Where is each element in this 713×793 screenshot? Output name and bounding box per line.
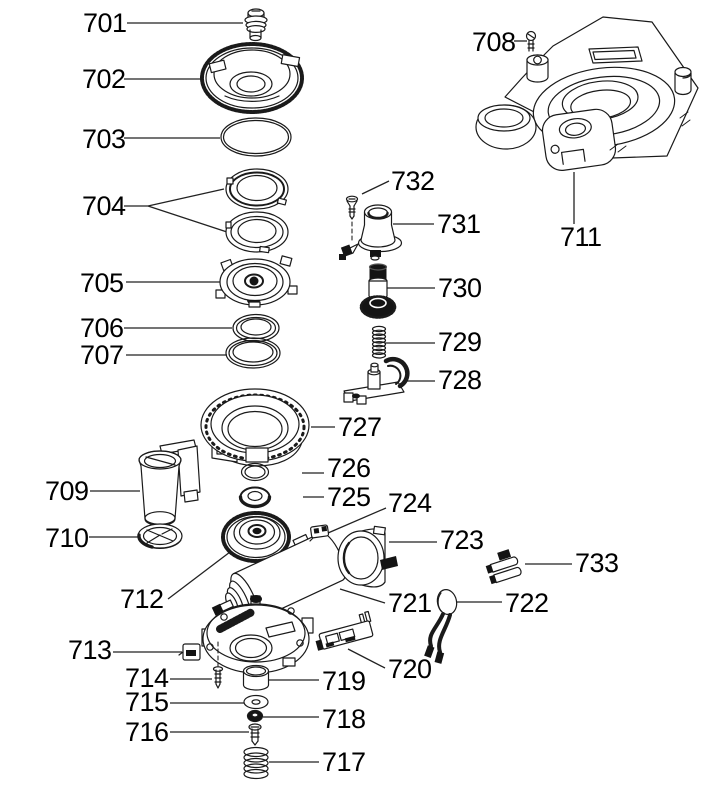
part-label-701: 701 <box>83 8 127 38</box>
part-label-721: 721 <box>388 588 432 618</box>
part-701-drawing <box>244 8 268 42</box>
part-728-drawing <box>343 356 410 405</box>
pump-housing-drawing <box>201 595 314 676</box>
part-723-drawing <box>337 525 398 588</box>
part-label-715: 715 <box>125 687 169 717</box>
part-709-drawing <box>138 439 201 527</box>
part-labels: 701 702 703 704 705 706 707 708 709 710 … <box>45 8 619 777</box>
part-label-725: 725 <box>327 482 371 512</box>
part-703-drawing <box>220 117 292 157</box>
leader-712 <box>167 551 231 600</box>
part-714-drawing <box>212 641 224 689</box>
part-label-732: 732 <box>391 166 435 196</box>
part-label-710: 710 <box>45 523 89 553</box>
part-716-drawing <box>248 723 262 746</box>
leader-lines <box>89 22 575 763</box>
part-label-728: 728 <box>438 365 482 395</box>
leader-704 <box>124 188 228 233</box>
part-705-drawing <box>215 255 298 308</box>
part-724-drawing <box>309 524 330 542</box>
part-733-drawing <box>485 549 522 585</box>
part-label-718: 718 <box>322 704 366 734</box>
part-711-drawing <box>475 16 699 171</box>
part-label-730: 730 <box>438 273 482 303</box>
part-710-drawing <box>137 523 183 549</box>
part-label-729: 729 <box>438 327 482 357</box>
leader-724 <box>327 507 387 534</box>
part-label-722: 722 <box>505 588 549 618</box>
part-label-705: 705 <box>80 268 124 298</box>
part-717-drawing <box>243 746 269 780</box>
part-label-727: 727 <box>338 412 382 442</box>
part-label-709: 709 <box>45 476 89 506</box>
part-label-733: 733 <box>575 548 619 578</box>
part-label-724: 724 <box>388 488 432 518</box>
part-label-706: 706 <box>80 313 124 343</box>
part-label-723: 723 <box>440 525 484 555</box>
part-713-drawing <box>178 643 201 661</box>
part-label-708: 708 <box>472 27 516 57</box>
leader-732 <box>361 180 390 195</box>
part-label-731: 731 <box>437 209 481 239</box>
part-732-drawing <box>345 195 359 242</box>
part-729-drawing <box>371 325 387 359</box>
part-726-drawing <box>240 462 270 482</box>
part-label-704: 704 <box>82 191 126 221</box>
part-722-drawing <box>424 589 458 664</box>
part-718-drawing <box>246 709 264 723</box>
part-702-drawing <box>200 42 304 114</box>
part-707-drawing <box>225 337 281 369</box>
part-715-drawing <box>243 694 269 710</box>
part-706-drawing <box>232 313 280 343</box>
part-708-drawing <box>525 30 537 52</box>
part-label-712: 712 <box>120 584 164 614</box>
part-label-702: 702 <box>82 64 126 94</box>
part-label-719: 719 <box>322 666 366 696</box>
part-label-714: 714 <box>125 663 169 693</box>
part-label-716: 716 <box>125 717 169 747</box>
part-label-717: 717 <box>322 747 366 777</box>
part-731-drawing <box>339 204 403 261</box>
part-712-drawing <box>221 511 291 563</box>
part-704-drawing <box>225 168 289 254</box>
part-label-720: 720 <box>388 654 432 684</box>
part-730-drawing <box>359 263 397 319</box>
part-720-drawing <box>315 610 374 651</box>
part-label-726: 726 <box>327 453 371 483</box>
part-719-drawing <box>242 664 270 691</box>
leader-720 <box>347 648 386 669</box>
part-label-713: 713 <box>68 635 112 665</box>
part-725-drawing <box>238 486 272 509</box>
part-727-drawing <box>200 388 310 467</box>
part-label-707: 707 <box>80 340 124 370</box>
leader-721 <box>339 588 386 604</box>
part-label-711: 711 <box>560 222 602 252</box>
part-label-703: 703 <box>82 124 126 154</box>
